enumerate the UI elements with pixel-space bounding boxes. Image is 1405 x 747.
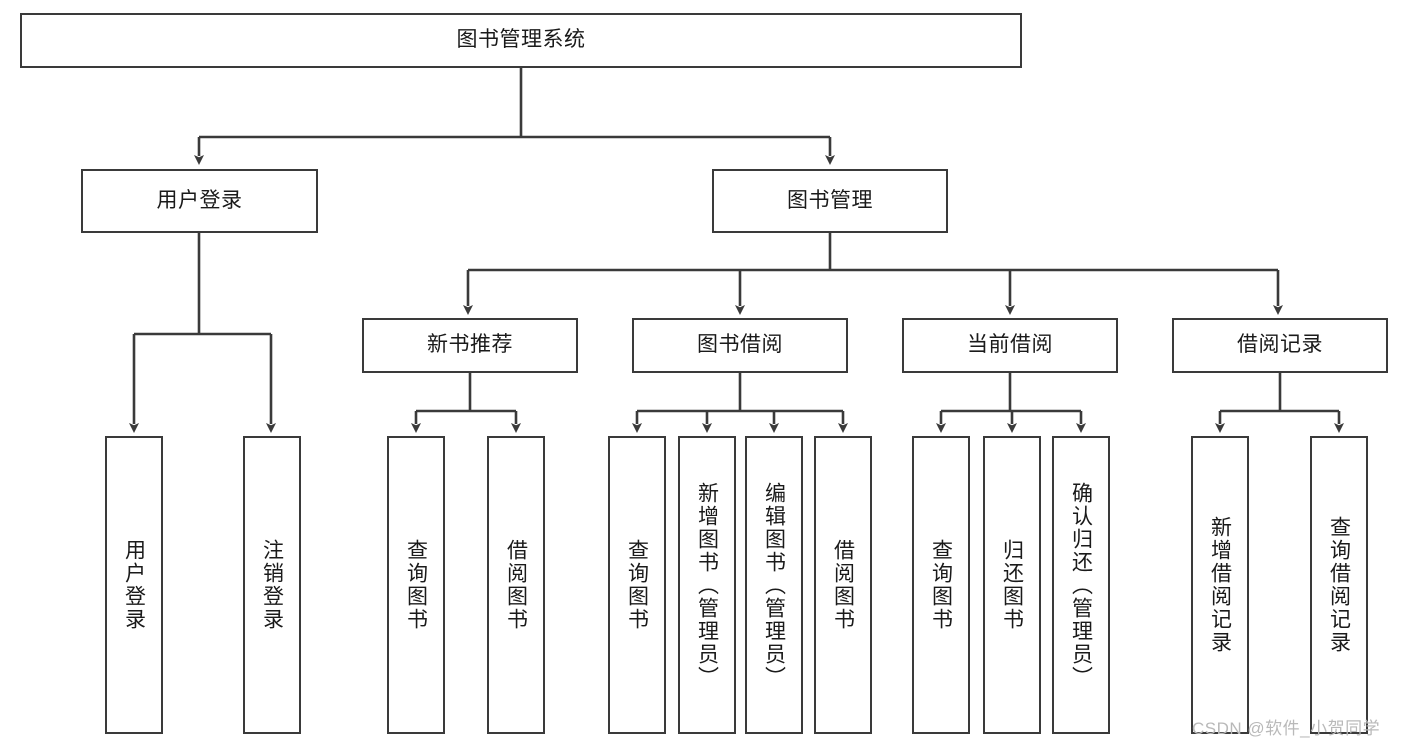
csdn-watermark-text: CSDN @软件_小贺同学 bbox=[1192, 719, 1381, 738]
leaf-return-book[interactable]: 归还图书 bbox=[983, 436, 1041, 734]
node-book-management-label: 图书管理 bbox=[787, 188, 873, 212]
leaf-borrow-book-newbook-label: 借阅图书 bbox=[504, 539, 528, 631]
node-current-borrow-label: 当前借阅 bbox=[967, 333, 1053, 357]
leaf-query-book-current[interactable]: 查询图书 bbox=[912, 436, 970, 734]
leaf-add-borrow-record[interactable]: 新增借阅记录 bbox=[1191, 436, 1249, 734]
leaf-add-borrow-record-label: 新增借阅记录 bbox=[1208, 516, 1232, 654]
node-root[interactable]: 图书管理系统 bbox=[20, 13, 1022, 68]
leaf-return-book-label: 归还图书 bbox=[1000, 539, 1024, 631]
leaf-borrow-book-newbook[interactable]: 借阅图书 bbox=[487, 436, 545, 734]
node-book-borrow-label: 图书借阅 bbox=[697, 333, 783, 357]
leaf-add-book-admin-label: 新增图书（管理员） bbox=[695, 481, 719, 689]
leaf-edit-book-admin-label: 编辑图书（管理员） bbox=[762, 481, 786, 689]
leaf-query-book-borrow-label: 查询图书 bbox=[625, 539, 649, 631]
leaf-query-book-newbook[interactable]: 查询图书 bbox=[387, 436, 445, 734]
leaf-logout-label: 注销登录 bbox=[260, 539, 284, 631]
node-new-book-recommend[interactable]: 新书推荐 bbox=[362, 318, 578, 373]
leaf-edit-book-admin[interactable]: 编辑图书（管理员） bbox=[745, 436, 803, 734]
leaf-query-book-borrow[interactable]: 查询图书 bbox=[608, 436, 666, 734]
node-user-login[interactable]: 用户登录 bbox=[81, 169, 318, 233]
node-book-management[interactable]: 图书管理 bbox=[712, 169, 948, 233]
node-new-book-recommend-label: 新书推荐 bbox=[427, 333, 513, 357]
leaf-confirm-return-admin[interactable]: 确认归还（管理员） bbox=[1052, 436, 1110, 734]
leaf-query-borrow-record[interactable]: 查询借阅记录 bbox=[1310, 436, 1368, 734]
leaf-query-book-newbook-label: 查询图书 bbox=[404, 539, 428, 631]
leaf-user-login-label: 用户登录 bbox=[122, 539, 146, 631]
leaf-logout[interactable]: 注销登录 bbox=[243, 436, 301, 734]
leaf-borrow-book[interactable]: 借阅图书 bbox=[814, 436, 872, 734]
node-root-label: 图书管理系统 bbox=[456, 28, 586, 52]
node-borrow-records-label: 借阅记录 bbox=[1237, 333, 1323, 357]
node-borrow-records[interactable]: 借阅记录 bbox=[1172, 318, 1388, 373]
node-user-login-label: 用户登录 bbox=[156, 188, 243, 212]
leaf-confirm-return-admin-label: 确认归还（管理员） bbox=[1069, 481, 1093, 689]
leaf-query-borrow-record-label: 查询借阅记录 bbox=[1327, 516, 1351, 654]
leaf-borrow-book-label: 借阅图书 bbox=[831, 539, 855, 631]
leaf-add-book-admin[interactable]: 新增图书（管理员） bbox=[678, 436, 736, 734]
csdn-watermark: CSDN @软件_小贺同学 bbox=[1192, 714, 1380, 739]
node-book-borrow[interactable]: 图书借阅 bbox=[632, 318, 848, 373]
leaf-query-book-current-label: 查询图书 bbox=[929, 539, 953, 631]
node-current-borrow[interactable]: 当前借阅 bbox=[902, 318, 1118, 373]
leaf-user-login[interactable]: 用户登录 bbox=[105, 436, 163, 734]
